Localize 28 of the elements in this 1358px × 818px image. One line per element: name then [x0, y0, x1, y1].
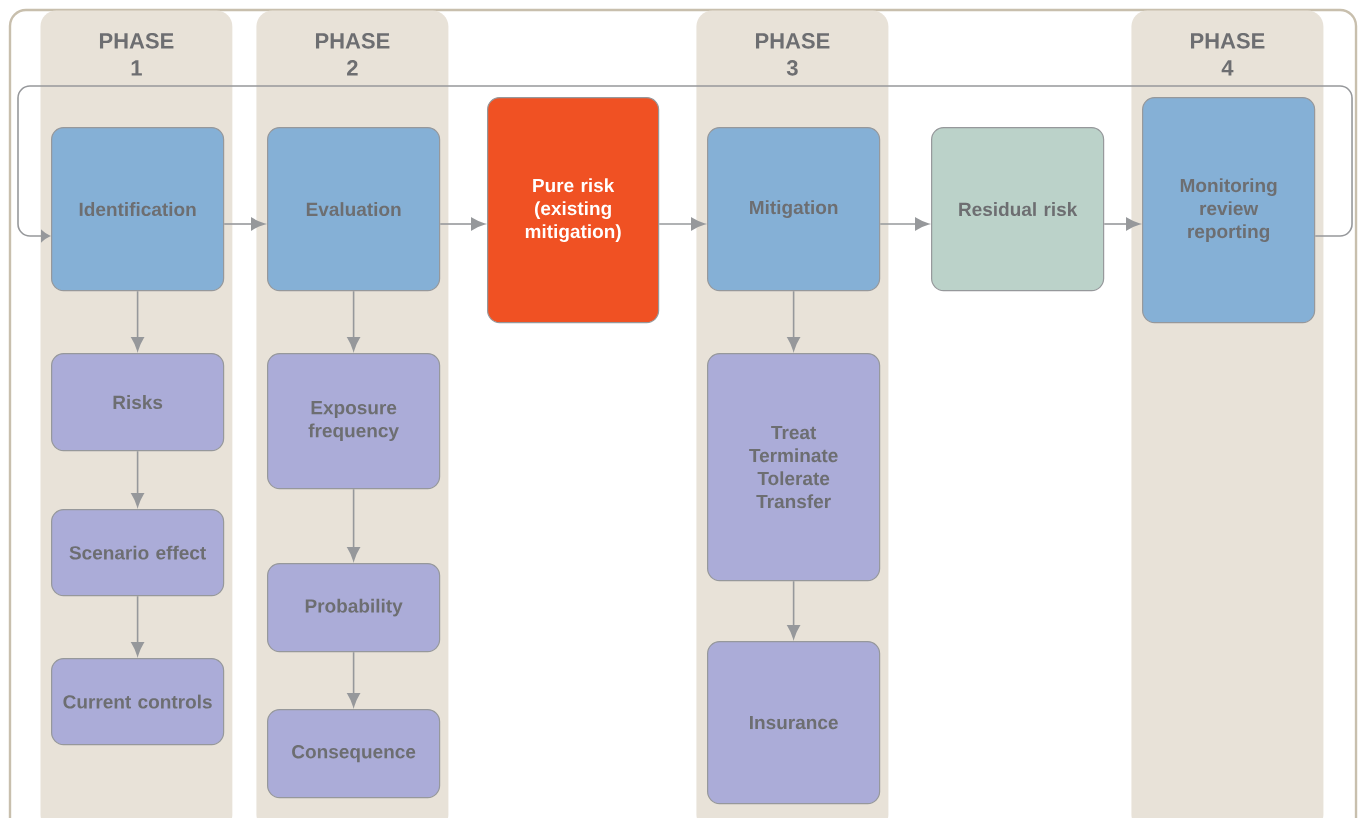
arrow	[787, 290, 800, 351]
arrow	[879, 217, 929, 231]
process-box: Treat Terminate Tolerate Transfer	[707, 353, 881, 582]
arrow	[131, 290, 144, 351]
arrow	[131, 595, 144, 656]
arrow	[1103, 217, 1140, 231]
process-box: Insurance	[707, 641, 881, 805]
process-box: Current controls	[51, 658, 225, 746]
process-box: Evaluation	[267, 127, 441, 292]
process-box: Identification	[51, 127, 225, 292]
process-box: Pure risk (existing mitigation)	[487, 97, 660, 324]
process-box: Monitoring review reporting	[1142, 97, 1316, 324]
arrow	[223, 217, 265, 231]
process-box: Scenario effect	[51, 509, 225, 597]
arrow	[347, 290, 360, 351]
arrow	[17, 85, 1353, 242]
arrow	[658, 217, 705, 231]
process-box: Risks	[51, 353, 225, 452]
process-box: Residual risk	[931, 127, 1105, 292]
process-box: Mitigation	[707, 127, 881, 292]
arrow	[787, 580, 800, 639]
arrow	[347, 488, 360, 561]
arrow	[131, 450, 144, 507]
process-box: Exposure frequency	[267, 353, 441, 490]
arrow	[439, 217, 485, 231]
process-box: Consequence	[267, 709, 441, 799]
arrow	[347, 651, 360, 707]
process-box: Probability	[267, 563, 441, 653]
